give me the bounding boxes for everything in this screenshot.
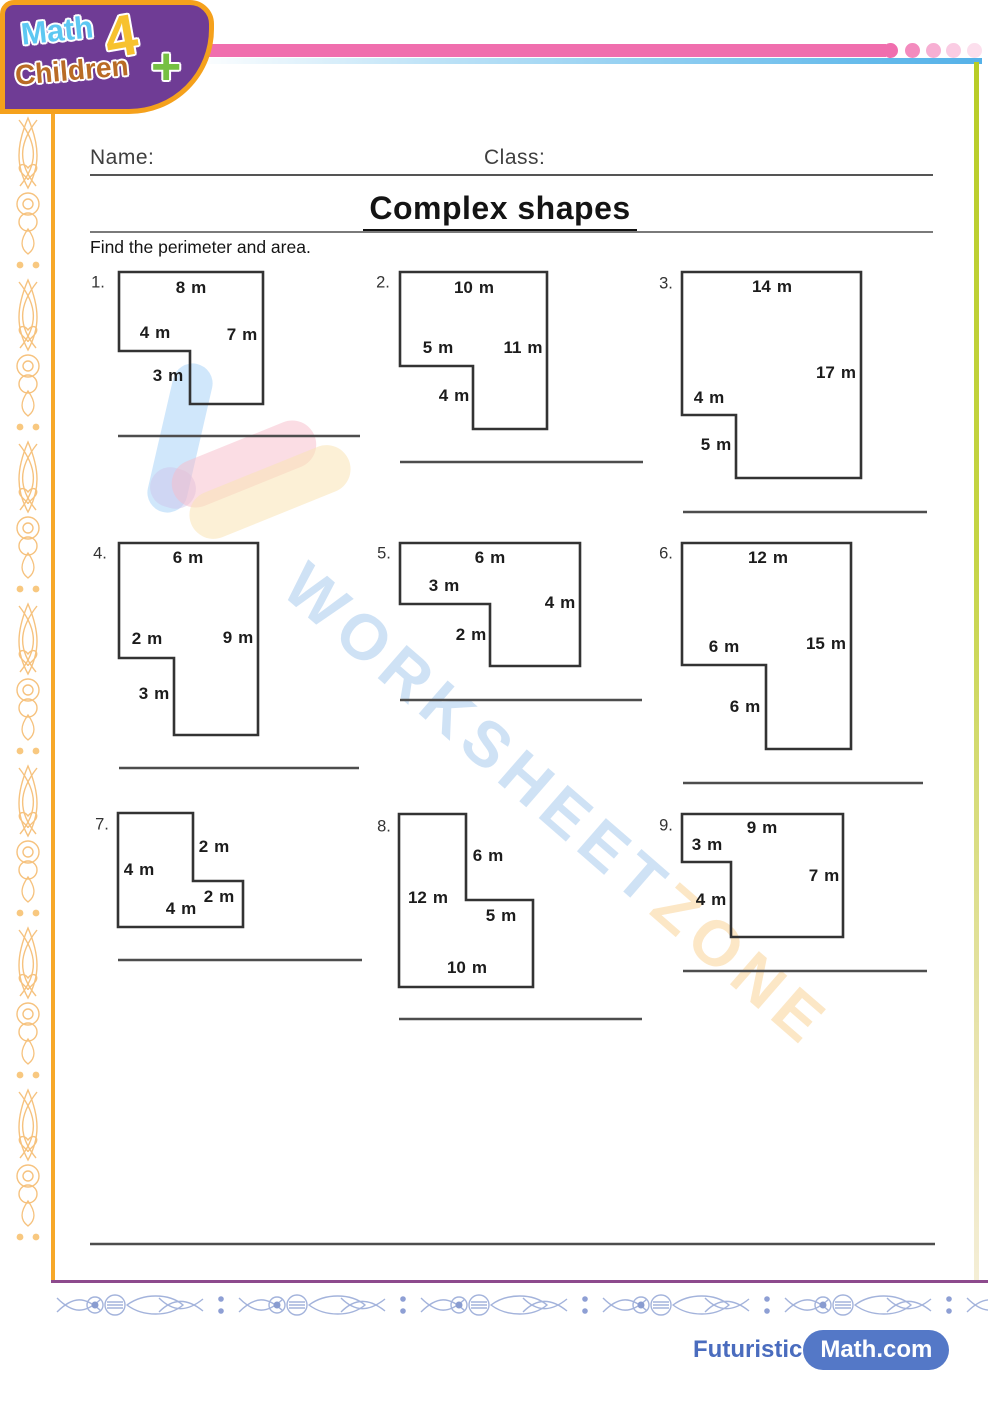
divider-colon-icon xyxy=(764,1296,770,1314)
pink-dot xyxy=(967,43,982,58)
brand-prefix: Futuristic xyxy=(693,1336,803,1363)
shape-outline xyxy=(117,541,260,737)
pink-dot xyxy=(905,43,920,58)
brand: Futuristic Math.com xyxy=(693,1330,950,1370)
pink-dot xyxy=(946,43,961,58)
problem-number: 3. xyxy=(659,274,673,292)
purple-footer-line xyxy=(51,1280,988,1283)
class-label: Class: xyxy=(484,146,546,169)
logo-plus-icon: + xyxy=(151,38,182,96)
shape-outline xyxy=(680,812,845,939)
divider-ornament-icon xyxy=(602,1294,750,1316)
shape-outline xyxy=(116,811,245,929)
math4children-logo: Math 4 Children + xyxy=(0,0,214,114)
brand-pill: Math.com xyxy=(803,1330,950,1370)
problem-number: 6. xyxy=(659,544,673,562)
green-edge-line xyxy=(974,62,979,1282)
divider-colon-icon xyxy=(582,1296,588,1314)
problem-number: 9. xyxy=(659,816,673,834)
blue-stripe xyxy=(190,58,982,64)
orange-edge-line xyxy=(51,110,55,1282)
pink-dot xyxy=(926,43,941,58)
problem-number: 7. xyxy=(95,815,109,833)
divider-colon-icon xyxy=(946,1296,952,1314)
shape-outline xyxy=(117,270,265,406)
pink-stripe xyxy=(186,44,886,57)
logo-word-math: Math xyxy=(19,9,95,52)
pink-dot xyxy=(883,43,898,58)
shape-outline xyxy=(398,270,549,431)
divider-ornament-icon xyxy=(966,1294,988,1316)
footer-ornament-border xyxy=(55,1289,988,1321)
instruction-text: Find the perimeter and area. xyxy=(90,237,311,257)
shape-outline xyxy=(680,270,863,480)
divider-colon-icon xyxy=(400,1296,406,1314)
title-divider-line xyxy=(90,231,933,233)
problem-number: 8. xyxy=(377,817,391,835)
shape-outline xyxy=(398,541,582,668)
divider-ornament-icon xyxy=(56,1294,204,1316)
divider-ornament-icon xyxy=(420,1294,568,1316)
divider-ornament-icon xyxy=(784,1294,932,1316)
name-label: Name: xyxy=(90,146,155,169)
problem-number: 5. xyxy=(377,544,391,562)
divider-ornament-icon xyxy=(238,1294,386,1316)
name-class-line xyxy=(90,174,933,176)
problem-number: 2. xyxy=(376,273,390,291)
problem-number: 4. xyxy=(93,544,107,562)
problem-number: 1. xyxy=(91,273,105,291)
shape-outline xyxy=(397,812,535,989)
divider-colon-icon xyxy=(218,1296,224,1314)
shape-outline xyxy=(680,541,853,751)
logo-word-children: Children xyxy=(13,50,130,91)
